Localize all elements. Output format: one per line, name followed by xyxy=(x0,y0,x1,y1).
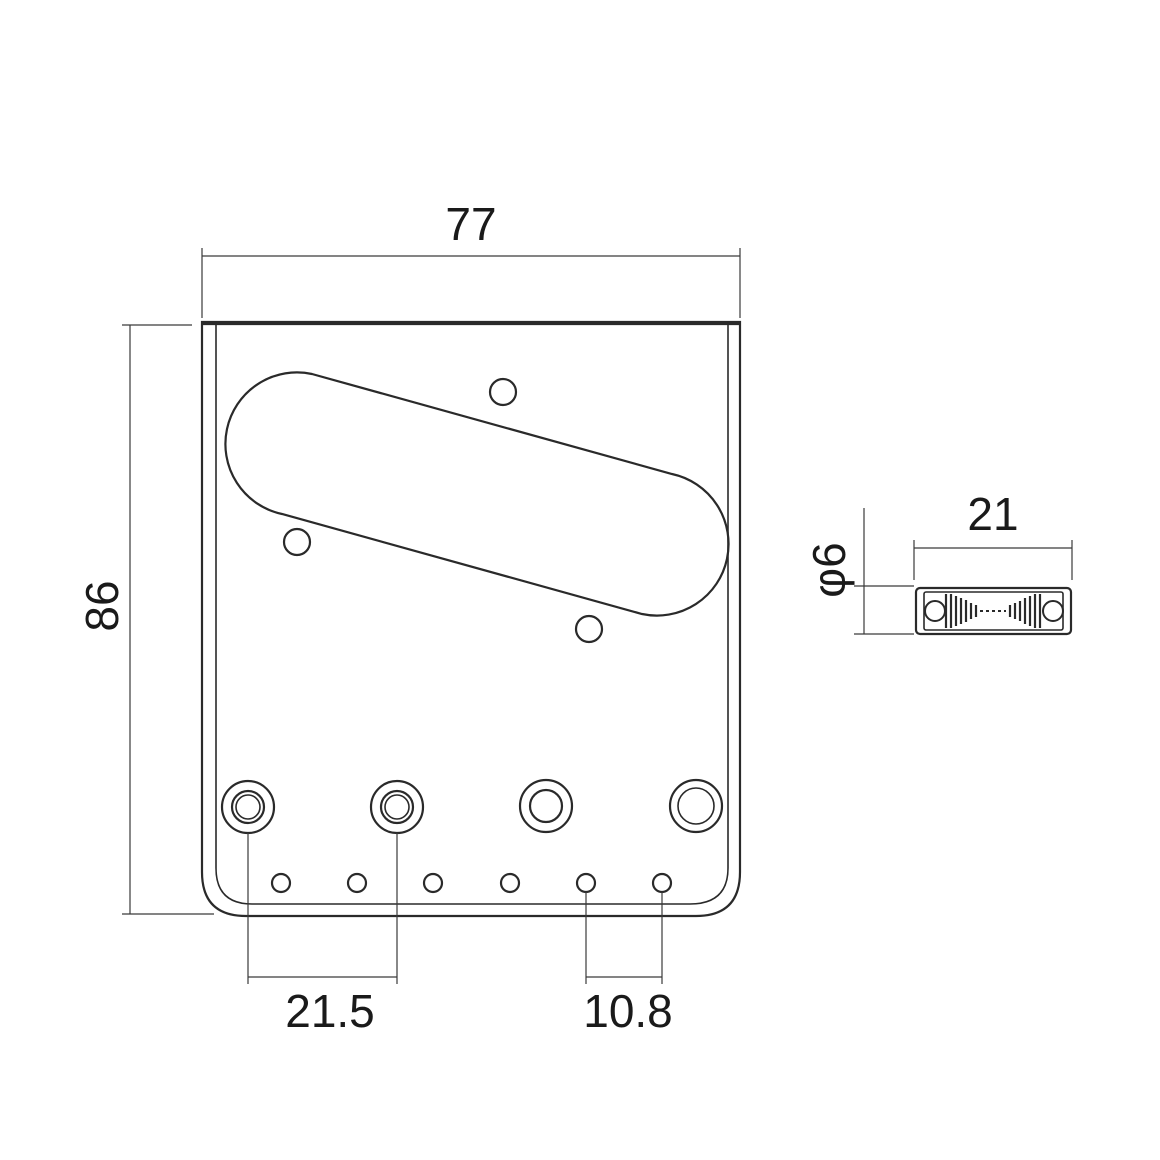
height-dimension: 86 xyxy=(76,324,214,915)
pickup-cutout xyxy=(224,371,730,617)
saddle-screw-hole xyxy=(668,778,724,834)
width-label: 77 xyxy=(445,198,496,250)
mounting-hole-left xyxy=(282,527,312,557)
saddle-screw-hole xyxy=(369,779,425,835)
string-spacing-dimension: 10.8 xyxy=(583,892,673,1037)
saddle-screw-hole xyxy=(220,779,276,835)
string-hole xyxy=(575,872,597,894)
saddle-spacing-dimension: 21.5 xyxy=(247,833,398,1037)
saddle-detail: 21 φ6 xyxy=(803,488,1073,636)
string-hole xyxy=(651,872,673,894)
saddle-diameter-label: φ6 xyxy=(803,542,855,597)
mounting-hole-top xyxy=(488,377,518,407)
saddle-screw-hole-left xyxy=(924,600,946,622)
string-spacing-label: 10.8 xyxy=(583,985,673,1037)
saddle-barrel xyxy=(914,586,1073,636)
string-hole xyxy=(499,872,521,894)
height-label: 86 xyxy=(76,580,128,631)
string-hole xyxy=(270,872,292,894)
saddle-length-label: 21 xyxy=(967,488,1018,540)
saddle-screw-hole-right xyxy=(1042,600,1064,622)
string-hole xyxy=(422,872,444,894)
mounting-hole-right xyxy=(574,614,604,644)
plate-outer-edge xyxy=(200,320,742,918)
saddle-spacing-label: 21.5 xyxy=(285,985,375,1037)
width-dimension: 77 xyxy=(201,198,741,318)
bridge-plate xyxy=(200,320,742,918)
saddle-screw-hole xyxy=(518,778,574,834)
plate-inner-wall xyxy=(215,322,729,905)
string-hole xyxy=(346,872,368,894)
